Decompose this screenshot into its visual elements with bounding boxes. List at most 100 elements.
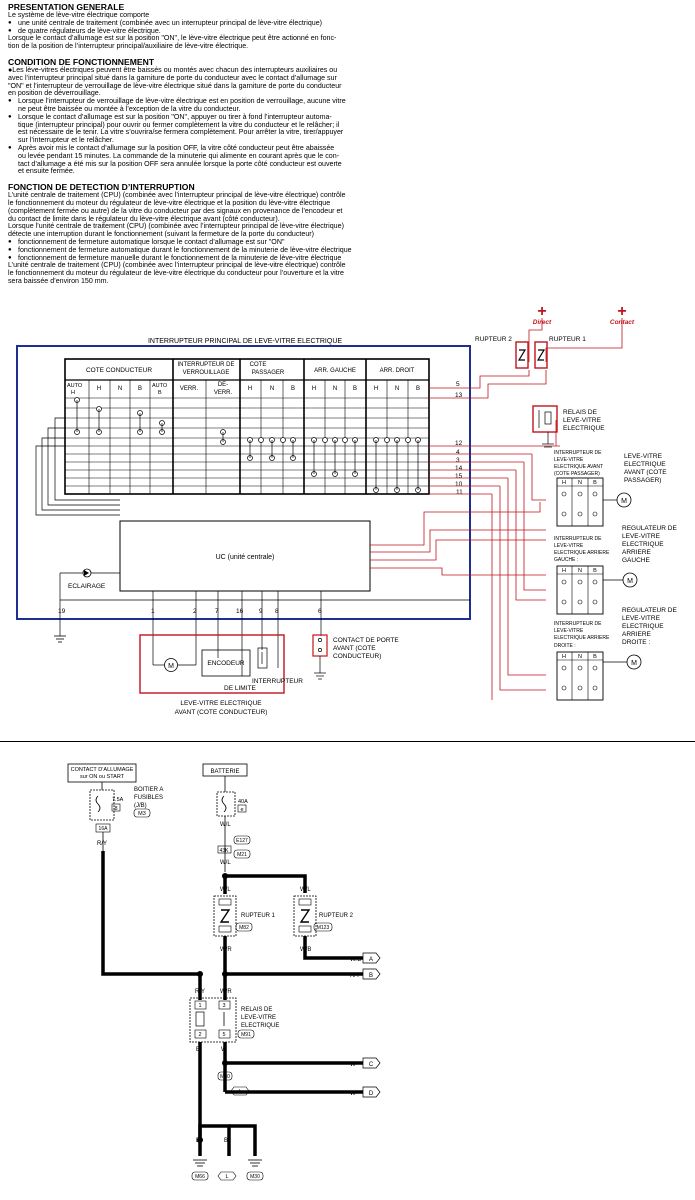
sub-switch-rear-left: INTERRUPTEUR DE LEVE-VITRE ELECTRIQUE AR… bbox=[554, 525, 677, 615]
l-label-2: L bbox=[225, 1174, 228, 1180]
relay-label-3: ELECTRIQUE bbox=[241, 1023, 279, 1029]
relay-frame bbox=[532, 405, 558, 433]
bullet-item: Lorsque l’interrupteur de verrouillage d… bbox=[8, 97, 688, 106]
pin-7: 7 bbox=[215, 608, 219, 615]
mot-rr-4: ARRIERE bbox=[622, 631, 652, 638]
m66-label: M66 bbox=[195, 1174, 205, 1180]
conn-16a: 16A bbox=[99, 826, 109, 832]
sub-rr-1: INTERRUPTEUR DE bbox=[554, 621, 602, 627]
rr-motor: M bbox=[631, 660, 637, 667]
l-label-1: L bbox=[238, 1089, 241, 1095]
bullet-item-cont: tique (interrupteur principal) pour ouvr… bbox=[18, 120, 340, 129]
wire-ry-main bbox=[101, 851, 200, 976]
relay-symbol bbox=[538, 410, 554, 448]
relay-pin-2: 2 bbox=[198, 1032, 201, 1038]
pin-12: 12 bbox=[455, 440, 463, 447]
sub-deverr-2: VERR. bbox=[214, 390, 233, 396]
rr-b: B bbox=[593, 654, 597, 660]
fuse-box-label-3: (J/B) bbox=[134, 803, 147, 809]
breaker-symbols bbox=[517, 349, 546, 361]
mot-fp-2: ELECTRIQUE bbox=[624, 461, 666, 468]
wire-wb-1: W/B bbox=[300, 947, 311, 953]
relay-box bbox=[189, 997, 237, 1043]
mot-fp-1: LEVE-VITRE bbox=[624, 453, 663, 460]
wire-w-1: W bbox=[221, 1047, 227, 1053]
sub-rl-4: GAUCHE : bbox=[554, 557, 578, 563]
red-wiring bbox=[370, 318, 623, 700]
mot-fp-4: PASSAGER) bbox=[624, 477, 661, 484]
breaker-1-label: RUPTEUR 1 bbox=[241, 913, 276, 919]
text-line: Le système de lève-vitre électrique comp… bbox=[8, 11, 150, 19]
pin-10: 10 bbox=[455, 481, 463, 488]
text-line: L’unité centrale de traitement (CPU) (co… bbox=[8, 261, 346, 270]
wire-wl-1: W/L bbox=[220, 822, 231, 828]
sub-rl-1: INTERRUPTEUR DE bbox=[554, 536, 602, 542]
battery-label: BATTERIE bbox=[211, 769, 240, 775]
limit-label-1: INTERRUPTEUR bbox=[252, 678, 303, 685]
pin-1: 1 bbox=[151, 608, 155, 615]
lighting-label: ECLAIRAGE bbox=[68, 583, 106, 590]
fuse-box-label-2: FUSIBLES bbox=[134, 795, 163, 801]
section-title-presentation: PRESENTATION GENERALE bbox=[8, 2, 125, 12]
text-line: tion de la position de l’interrupteur pr… bbox=[8, 42, 249, 51]
arrow-d-label: D bbox=[369, 1091, 374, 1097]
relay-label-2: LEVE-VITRE bbox=[241, 1015, 276, 1021]
ignition-label-1: CONTACT D’ALLUMAGE bbox=[71, 767, 134, 773]
bullet-item-cont: ne peut être baissée ou montée à l’excep… bbox=[18, 104, 241, 113]
fl-amp: 40A bbox=[238, 799, 248, 805]
main-switch-title: INTERRUPTEUR PRINCIPAL DE LEVE-VITRE ELE… bbox=[148, 338, 342, 345]
wire-ry-1: R/Y bbox=[97, 841, 107, 847]
cpu-box bbox=[119, 520, 371, 592]
mot-rr-2: LEVE-VITRE bbox=[622, 615, 661, 622]
fusible-link-box bbox=[216, 791, 236, 817]
mot-rl-1: REGULATEUR DE bbox=[622, 525, 677, 532]
door-switch-symbol bbox=[314, 638, 326, 680]
pin-6: 6 bbox=[318, 608, 322, 615]
rl-motor: M bbox=[627, 578, 633, 585]
switch-matrix bbox=[64, 358, 430, 495]
mot-rr-5: DROITE : bbox=[622, 639, 650, 646]
limit-label-2: DE LIMITE bbox=[224, 685, 256, 692]
text-line: (complètement fermée ou autre) de la vit… bbox=[8, 206, 343, 215]
breaker-1-symbol bbox=[219, 909, 231, 923]
relay-label-1: RELAIS DE bbox=[563, 409, 598, 416]
front-driver-label-1: LEVE-VITRE ELECTRIQUE bbox=[180, 700, 262, 707]
ground-symbol bbox=[54, 635, 66, 643]
rr-h: H bbox=[562, 654, 566, 660]
sub-n: N bbox=[118, 386, 122, 392]
rr-n: N bbox=[578, 654, 582, 660]
breaker-2-box bbox=[293, 895, 317, 937]
arrow-b bbox=[362, 968, 381, 980]
pin-8: 8 bbox=[275, 608, 279, 615]
text-line: "ON" et l’interrupteur de verrouillage d… bbox=[8, 81, 342, 90]
text-line: L’unité centrale de traitement (CPU) (co… bbox=[8, 191, 346, 200]
wire-wl-2: W/L bbox=[220, 860, 231, 866]
sub-h: H bbox=[97, 386, 101, 392]
sub-rl-n: N bbox=[333, 386, 337, 392]
breaker-1-frame bbox=[534, 341, 548, 369]
mot-rl-3: ELECTRIQUE bbox=[622, 541, 664, 548]
relay-pin-5: 5 bbox=[222, 1032, 225, 1038]
pin-2: 2 bbox=[193, 608, 197, 615]
bullet-item: de quatre régulateurs de lève-vitre élec… bbox=[8, 27, 688, 36]
conn-43k: 43K bbox=[220, 848, 230, 854]
col-pass-2: PASSAGER bbox=[252, 370, 285, 376]
sub-rr-h: H bbox=[374, 386, 378, 392]
pin-19: 19 bbox=[58, 608, 66, 615]
sub-switch-rear-right: INTERRUPTEUR DE LEVE-VITRE ELECTRIQUE AR… bbox=[554, 607, 677, 701]
text-line: en position de déverrouillage. bbox=[8, 89, 101, 98]
wire-b-2: B bbox=[196, 1138, 200, 1144]
pin-14: 14 bbox=[455, 465, 463, 472]
bottom-pin-lines bbox=[59, 573, 470, 676]
direct-label: Direct bbox=[533, 319, 552, 326]
wire-wr-1: W/R bbox=[220, 947, 232, 953]
plus-direct: + bbox=[537, 303, 546, 320]
ignition-label-2: sur ON ou START bbox=[80, 774, 125, 780]
door-switch-label-1: CONTACT DE PORTE bbox=[333, 637, 399, 644]
arrow-d bbox=[362, 1086, 381, 1098]
bullet-item-cont: sur l’interrupteur et le relâcher. bbox=[18, 136, 114, 145]
text-line: Lorsque le contact d’allumage est sur la… bbox=[8, 34, 337, 43]
functional-diagram: INTERRUPTEUR PRINCIPAL DE LEVE-VITRE ELE… bbox=[16, 303, 677, 716]
sub-rr-3: ELECTRIQUE ARRIERE bbox=[554, 635, 610, 641]
section-divider bbox=[0, 741, 695, 742]
